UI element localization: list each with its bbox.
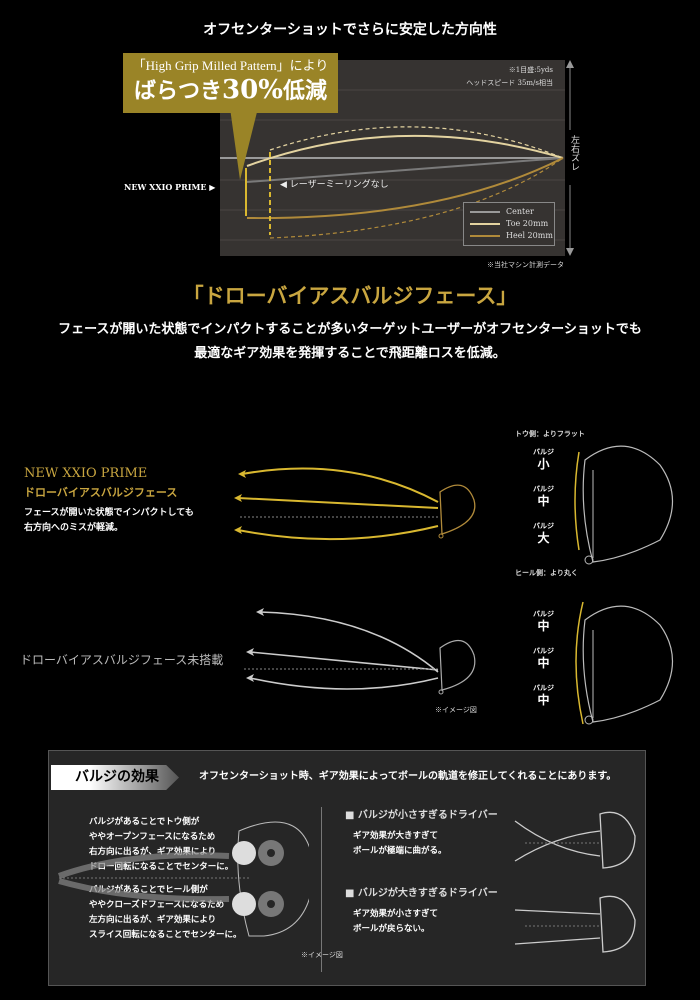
small-bulge-desc: ギア効果が大きすぎてボールが極端に曲がる。 xyxy=(353,831,447,856)
heel-explanation: バルジがあることでヒール側がややクローズドフェースになるため左方向に出るが、ギア… xyxy=(89,885,242,940)
callout-box: 「High Grip Milled Pattern」により ばらつき30%低減 xyxy=(123,53,338,113)
axis-arrow-icon xyxy=(566,60,574,256)
toe-label: トウ側：よりフラット xyxy=(515,429,585,438)
feature-heading: 「ドローバイアスバルジフェース」 xyxy=(182,283,518,308)
prime-bulge-labels: バルジ小 バルジ中 バルジ大 xyxy=(533,447,554,545)
effect-tag: バルジの効果 xyxy=(51,765,179,790)
prime-desc: フェースが開いた状態でインパクトしても右方向へのミスが軽減。 xyxy=(24,508,194,533)
feature-description: フェースが開いた状態でインパクトすることが多いターゲットユーザーがオフセンターシ… xyxy=(58,322,642,361)
divider xyxy=(321,807,322,972)
toe-explanation: バルジがあることでトウ側がややオープンフェースになるため右方向に出るが、ギア効果… xyxy=(89,817,234,872)
prime-title: NEW XXIO PRIME xyxy=(24,466,148,481)
other-bulge-labels: バルジ中 バルジ中 バルジ中 xyxy=(533,609,554,707)
image-note: ※イメージ図 xyxy=(435,706,477,714)
trajectory-lines xyxy=(220,89,565,241)
prime-subtitle: ドローバイアスバルジフェース xyxy=(24,486,178,499)
axis-label: 左右ズレ xyxy=(569,135,579,171)
other-title: ドローバイアスバルジフェース未搭載 xyxy=(20,653,224,667)
prime-head-top-view xyxy=(574,445,674,565)
headspeed-note: ヘッドスピード 35m/s相当 xyxy=(466,79,553,87)
other-trajectory-diagram xyxy=(244,608,476,695)
source-note: ※当社マシン計測データ xyxy=(487,261,564,269)
bulge-comparison-diagrams xyxy=(514,811,636,953)
gear-icon xyxy=(232,840,284,917)
chart-legend: Center Toe 20mm Heel 20mm xyxy=(463,202,555,246)
section-title: オフセンターショットでさらに安定した方向性 xyxy=(203,22,497,38)
bulge-effect-panel: バルジの効果 オフセンターショット時、ギア効果によってボールの軌道を修正してくれ… xyxy=(48,750,646,986)
scale-note: ※1目盛:5yds xyxy=(508,66,553,74)
large-bulge-title: ■ バルジが大きすぎるドライバー xyxy=(345,888,498,899)
small-bulge-title: ■ バルジが小さすぎるドライバー xyxy=(345,810,498,821)
gear-effect-diagram xyxy=(57,821,309,937)
callout-line2: ばらつき30%低減 xyxy=(134,75,327,105)
legend-toe: Toe 20mm xyxy=(470,218,548,230)
heel-label: ヒール側：より丸く xyxy=(515,568,578,577)
legend-heel: Heel 20mm xyxy=(470,230,553,242)
dispersion-chart: ※1目盛:5yds ヘッドスピード 35m/s相当 ◀ レーザーミーリングなし … xyxy=(220,60,565,256)
laser-label: ◀ レーザーミーリングなし xyxy=(280,180,389,190)
other-head-top-view xyxy=(575,601,674,725)
callout-tail xyxy=(230,108,258,180)
effect-headline: オフセンターショット時、ギア効果によってボールの軌道を修正してくれることにありま… xyxy=(199,771,617,782)
legend-center: Center xyxy=(470,206,548,218)
large-bulge-desc: ギア効果が小さすぎてボールが戻らない。 xyxy=(353,909,439,934)
callout-line1: 「High Grip Milled Pattern」により xyxy=(132,58,329,73)
prime-label: NEW XXIO PRIME ▶ xyxy=(124,182,216,192)
prime-trajectory-diagram xyxy=(234,467,476,541)
